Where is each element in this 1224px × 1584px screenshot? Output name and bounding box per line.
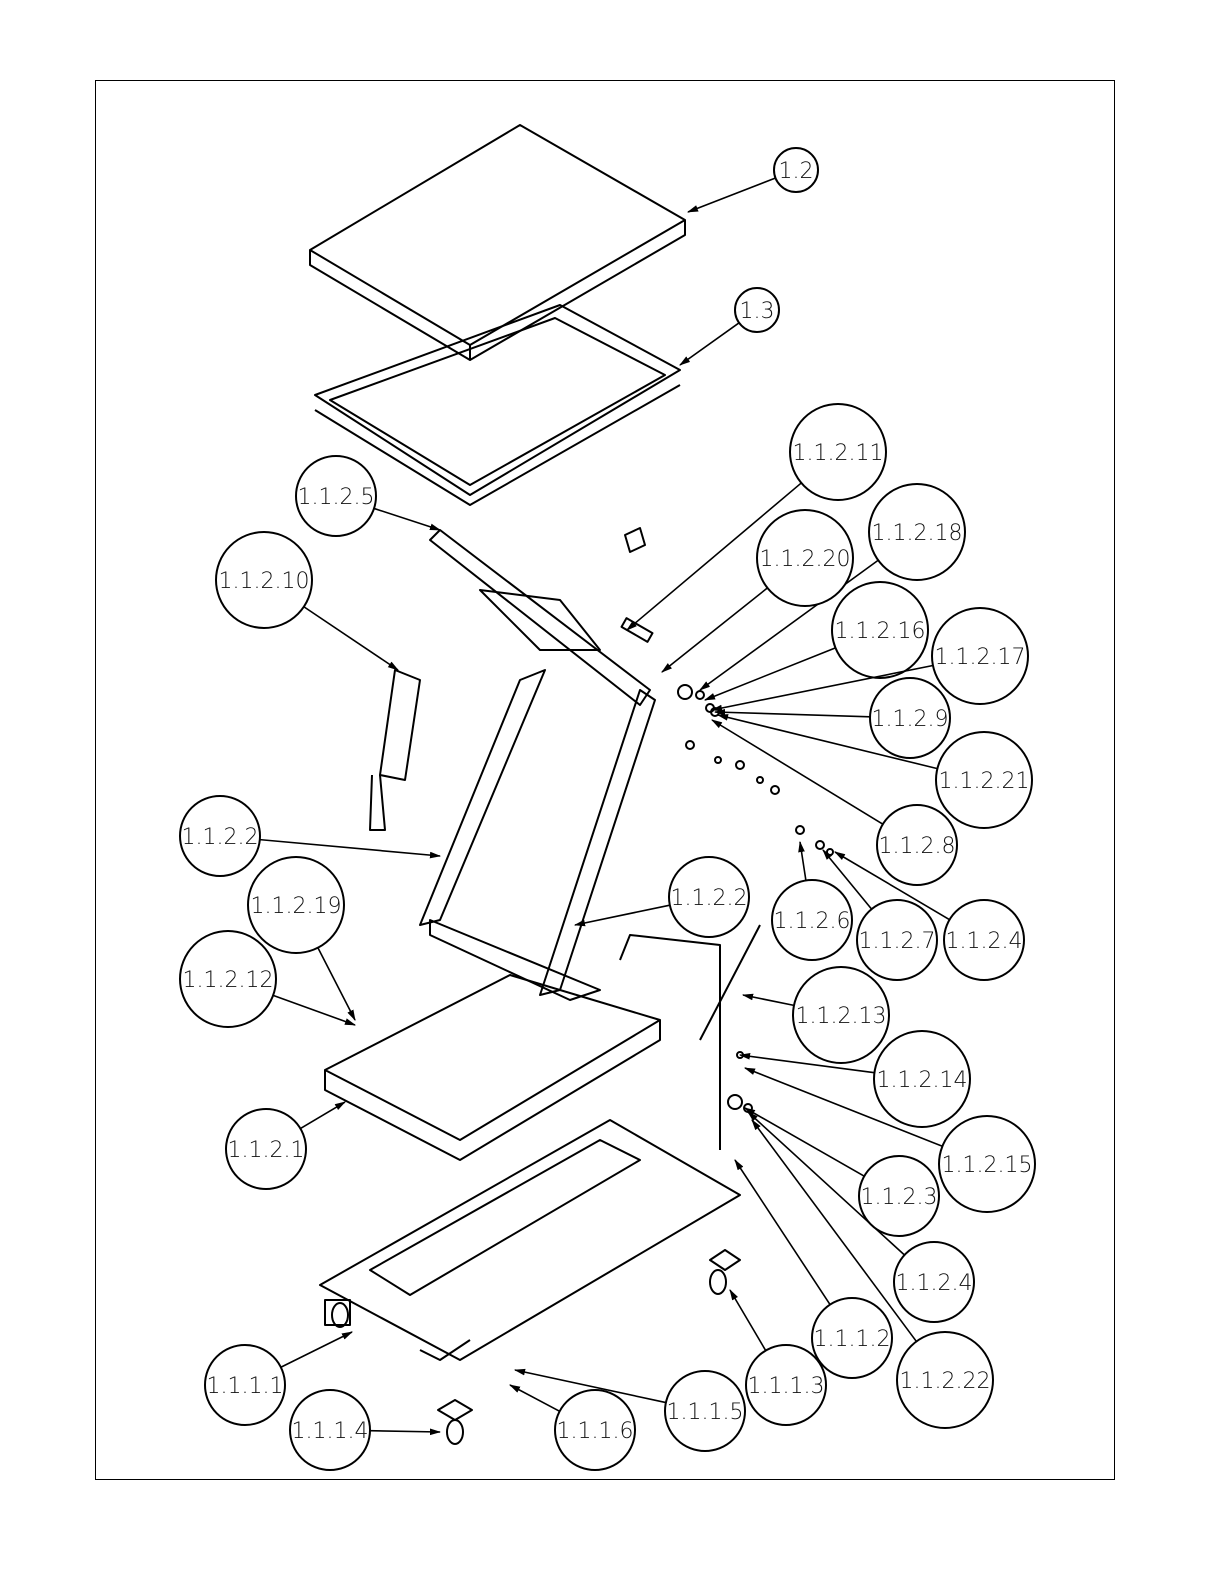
balloon-label: 1.1.2.2	[671, 886, 748, 911]
balloon-label: 1.1.2.9	[872, 707, 949, 732]
balloon-label: 1.1.1.3	[748, 1374, 825, 1399]
leader-line	[680, 323, 739, 365]
balloon-label: 1.1.2.14	[877, 1068, 968, 1093]
balloon-label: 1.3	[740, 299, 775, 324]
part-bracket	[625, 528, 645, 552]
leader-line	[300, 1102, 345, 1129]
part-hydraulic-cylinder	[370, 670, 420, 830]
balloon-1-1-1-4: 1.1.1.4	[290, 1390, 440, 1470]
balloon-label: 1.1.2.13	[796, 1004, 887, 1029]
balloon-label: 1.1.2.15	[942, 1153, 1033, 1178]
balloon-label: 1.1.2.17	[935, 645, 1026, 670]
leader-line	[510, 1385, 560, 1411]
balloon-1-1-2-2b: 1.1.2.2	[575, 857, 749, 937]
leader-line	[800, 842, 806, 880]
balloon-label: 1.1.2.11	[793, 441, 884, 466]
leader-line	[745, 1108, 864, 1176]
leader-line	[705, 648, 835, 700]
balloon-label: 1.1.2.8	[879, 834, 956, 859]
balloon-1-1-2-13: 1.1.2.13	[743, 967, 889, 1063]
balloon-label: 1.1.1.1	[207, 1374, 284, 1399]
balloon-1-2: 1.2	[688, 148, 818, 212]
balloon-1-1-2-6: 1.1.2.6	[772, 842, 852, 960]
balloon-1-1-2-4b: 1.1.2.4	[748, 1112, 974, 1322]
part-base-frame	[320, 1120, 740, 1360]
balloon-label: 1.1.1.5	[667, 1400, 744, 1425]
leader-line	[374, 508, 440, 530]
balloon-label: 1.1.2.18	[872, 521, 963, 546]
balloon-label: 1.1.2.2	[182, 825, 259, 850]
leader-line	[370, 1431, 440, 1432]
leader-line	[730, 1290, 766, 1351]
leader-line	[743, 995, 794, 1005]
balloon-1-1-1-6: 1.1.1.6	[510, 1385, 635, 1470]
part-table-top	[310, 125, 685, 360]
balloon-label: 1.1.2.12	[183, 968, 274, 993]
leader-line	[688, 178, 775, 212]
balloon-label: 1.1.2.21	[939, 769, 1030, 794]
leader-line	[260, 840, 440, 856]
balloon-label: 1.1.2.4	[946, 929, 1023, 954]
balloon-1-1-2-12: 1.1.2.12	[180, 931, 355, 1027]
balloon-1-1-2-5: 1.1.2.5	[296, 456, 440, 536]
leader-line	[662, 588, 767, 672]
leader-line	[281, 1332, 352, 1367]
balloon-label: 1.1.2.6	[774, 909, 851, 934]
balloon-label: 1.1.1.6	[557, 1419, 634, 1444]
leader-line	[273, 995, 355, 1025]
balloon-label: 1.1.2.7	[859, 929, 936, 954]
balloon-label: 1.1.2.16	[835, 619, 926, 644]
balloon-label: 1.2	[779, 159, 814, 184]
balloon-label: 1.1.2.10	[219, 569, 310, 594]
part-caster-1	[325, 1300, 350, 1327]
balloon-label: 1.1.2.5	[298, 485, 375, 510]
balloon-1-1-2-9: 1.1.2.9	[715, 678, 950, 758]
balloon-label: 1.1.1.4	[292, 1419, 369, 1444]
balloon-label: 1.1.2.3	[861, 1185, 938, 1210]
leader-line	[715, 712, 870, 717]
balloon-1-1-2-3: 1.1.2.3	[745, 1108, 939, 1236]
part-caster-3	[438, 1400, 472, 1444]
leader-line	[575, 905, 670, 925]
leader-line	[318, 948, 355, 1020]
leader-line	[735, 1160, 830, 1305]
balloon-1-1-2-10: 1.1.2.10	[216, 532, 398, 670]
part-scissor-arms	[420, 530, 655, 1000]
balloon-label: 1.1.2.1	[228, 1138, 305, 1163]
part-handle	[620, 925, 760, 1150]
balloon-label: 1.1.2.4	[896, 1271, 973, 1296]
part-caster-2	[710, 1250, 740, 1294]
balloon-1-1-2-1: 1.1.2.1	[226, 1102, 345, 1189]
balloon-label: 1.1.2.19	[251, 894, 342, 919]
balloon-1-3: 1.3	[680, 288, 779, 365]
part-tray	[325, 975, 660, 1160]
balloon-label: 1.1.2.22	[900, 1369, 991, 1394]
balloon-label: 1.1.2.20	[760, 547, 851, 572]
balloon-label: 1.1.1.2	[814, 1327, 891, 1352]
leader-line	[712, 720, 883, 824]
leader-line	[304, 607, 398, 670]
